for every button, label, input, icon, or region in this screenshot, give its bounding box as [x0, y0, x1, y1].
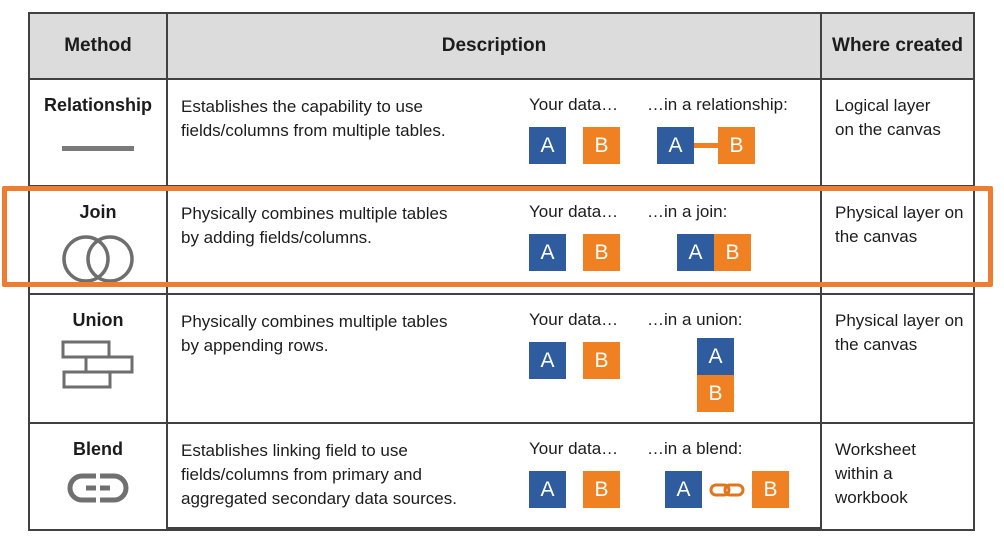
join-result-graphic: …in a join: A B	[647, 202, 751, 293]
table-b-box: B	[697, 375, 734, 412]
blend-method-label: Blend	[72, 439, 123, 459]
table-a-box: A	[665, 471, 702, 508]
table-a-box: A	[657, 127, 694, 164]
column-header-method: Method	[30, 14, 168, 80]
header-where-created-label: Where created	[832, 35, 963, 56]
join-where-created-cell: Physical layer on the canvas	[822, 187, 973, 295]
header-description-label: Description	[441, 35, 547, 56]
column-header-description: Description	[168, 14, 822, 80]
join-description-text: Physically combines multiple tables by a…	[181, 204, 448, 248]
join-your-data-graphic: Your data… A B	[529, 202, 647, 293]
table-a-box: A	[529, 471, 566, 508]
table-b-box: B	[583, 342, 620, 379]
table-b-box: B	[583, 471, 620, 508]
data-combination-methods-table: Method Description Where created Relatio…	[28, 12, 975, 531]
join-result-label: …in a join:	[647, 202, 728, 221]
union-stacked-boxes: A B	[697, 338, 742, 412]
table-b-box: B	[752, 471, 789, 508]
relationship-description-cell: Establishes the capability to use fields…	[168, 80, 822, 187]
blend-description-cell: Establishes linking field to use fields/…	[168, 424, 822, 529]
table-b-box: B	[583, 127, 620, 164]
table-b-box: B	[583, 234, 620, 271]
join-method-label: Join	[79, 202, 117, 222]
table-b-box: B	[718, 127, 755, 164]
union-your-data-graphic: Your data… A B	[529, 310, 647, 422]
table-a-box: A	[677, 234, 714, 271]
union-method-cell: Union	[30, 295, 168, 424]
join-description-cell: Physically combines multiple tables by a…	[168, 187, 822, 295]
your-data-label: Your data…	[529, 95, 619, 114]
union-where-created-cell: Physical layer on the canvas	[822, 295, 973, 424]
union-result-label: …in a union:	[647, 310, 743, 329]
union-method-label: Union	[72, 310, 124, 330]
union-bricks-icon	[61, 340, 134, 389]
blend-description-text: Establishes linking field to use fields/…	[181, 441, 457, 509]
relationship-result-graphic: …in a relationship: A B	[647, 95, 788, 185]
union-description-cell: Physically combines multiple tables by a…	[168, 295, 822, 424]
relationship-method-label: Relationship	[43, 95, 152, 115]
join-venn-icon	[62, 235, 134, 283]
blend-result-label: …in a blend:	[647, 439, 743, 458]
header-method-label: Method	[64, 35, 132, 56]
blend-method-cell: Blend	[30, 424, 168, 529]
your-data-label: Your data…	[529, 439, 619, 458]
relationship-where-created-cell: Logical layer on the canvas	[822, 80, 973, 187]
column-header-where-created: Where created	[822, 14, 973, 80]
blend-link-icon	[709, 483, 745, 496]
table-a-box: A	[529, 234, 566, 271]
relationship-description-text: Establishes the capability to use fields…	[181, 97, 446, 141]
your-data-label: Your data…	[529, 310, 619, 329]
join-method-cell: Join	[30, 187, 168, 295]
relationship-your-data-graphic: Your data… A B	[529, 95, 647, 185]
blend-chain-icon	[67, 473, 129, 503]
union-result-graphic: …in a union: A B	[647, 310, 742, 422]
table-a-box: A	[529, 127, 566, 164]
relationship-method-cell: Relationship	[30, 80, 168, 187]
table-a-box: A	[697, 338, 734, 375]
blend-result-graphic: …in a blend: A B	[647, 439, 789, 527]
your-data-label: Your data…	[529, 202, 619, 221]
blend-where-created-cell: Worksheet within a workbook	[835, 440, 916, 508]
table-b-box: B	[714, 234, 751, 271]
union-description-text: Physically combines multiple tables by a…	[181, 312, 448, 356]
relationship-result-label: …in a relationship:	[647, 95, 788, 114]
table-a-box: A	[529, 342, 566, 379]
blend-your-data-graphic: Your data… A B	[529, 439, 647, 527]
relationship-noodle-icon	[62, 146, 134, 151]
relationship-connector-line	[694, 143, 718, 148]
